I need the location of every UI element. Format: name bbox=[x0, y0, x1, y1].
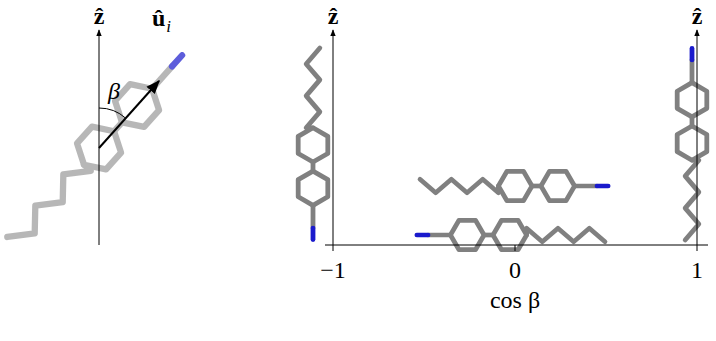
nitrile-nitrogen bbox=[311, 228, 316, 239]
phenyl-ring bbox=[298, 171, 328, 205]
z-axis bbox=[99, 30, 100, 245]
molecules bbox=[7, 48, 707, 250]
nitrile-nitrogen bbox=[597, 184, 608, 189]
tick bbox=[515, 245, 516, 251]
tick-label: −1 bbox=[320, 258, 346, 282]
nitrile-carbon bbox=[428, 233, 450, 238]
phenyl-ring bbox=[541, 171, 575, 200]
nitrile-carbon bbox=[311, 205, 316, 228]
molecule bbox=[298, 48, 328, 240]
nitrile-nitrogen bbox=[690, 48, 695, 59]
bond bbox=[532, 184, 541, 189]
x-axis bbox=[325, 245, 708, 246]
tick bbox=[697, 245, 698, 251]
phenyl-ring bbox=[298, 128, 328, 162]
alkyl-chain bbox=[7, 165, 90, 237]
alkyl-chain bbox=[306, 48, 320, 128]
angle-annotation bbox=[99, 81, 159, 148]
axis-title: cos β bbox=[490, 288, 540, 312]
phenyl-ring bbox=[677, 126, 707, 160]
vector-subscript: i bbox=[166, 18, 171, 35]
axis-label: ẑ bbox=[328, 4, 339, 28]
z-axis bbox=[697, 30, 698, 245]
angle-label: β bbox=[108, 79, 120, 103]
phenyl-ring bbox=[677, 83, 707, 117]
bond bbox=[690, 117, 695, 126]
axis-label: ẑ bbox=[94, 4, 105, 28]
vector-label: û bbox=[152, 6, 165, 30]
phenyl-ring bbox=[498, 171, 532, 200]
unit-vector bbox=[99, 81, 159, 148]
alkyl-chain bbox=[420, 179, 498, 192]
tick-label: 0 bbox=[509, 258, 521, 282]
molecule bbox=[7, 55, 182, 237]
bond bbox=[484, 233, 493, 238]
z-axis bbox=[333, 30, 334, 245]
tick bbox=[333, 245, 334, 251]
tick-label: 1 bbox=[691, 258, 703, 282]
axis-label: ẑ bbox=[692, 4, 703, 28]
nitrile-carbon bbox=[575, 184, 597, 189]
angle-arc bbox=[99, 108, 126, 118]
alkyl-chain bbox=[527, 228, 605, 241]
molecule bbox=[420, 171, 608, 200]
molecule bbox=[677, 48, 707, 240]
nitrile-nitrogen bbox=[172, 55, 182, 66]
nitrile-nitrogen bbox=[417, 233, 428, 238]
bond bbox=[311, 162, 316, 171]
nitrile-carbon bbox=[690, 60, 695, 83]
